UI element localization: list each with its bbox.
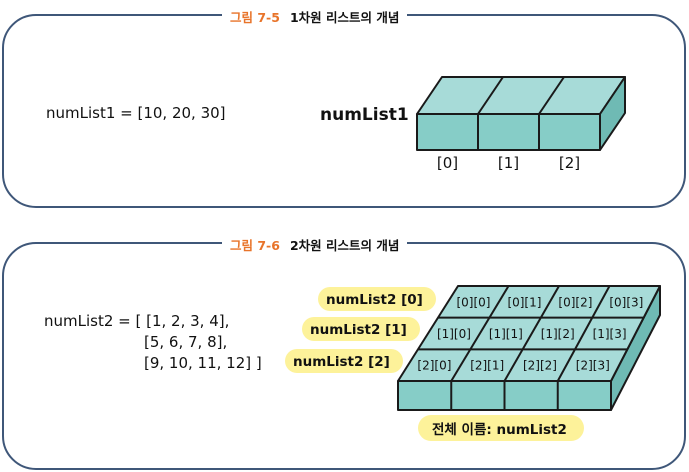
cell-label: [2][0] <box>417 359 451 373</box>
cell-divider <box>538 76 565 115</box>
cell-label: [0][0] <box>456 295 490 309</box>
row-label: numList2 [1] <box>310 322 407 338</box>
front-face <box>416 113 601 151</box>
column-divider <box>450 285 510 382</box>
cell-label: [0][3] <box>609 295 643 309</box>
cell-label: [1][2] <box>541 327 575 341</box>
column-divider <box>503 285 560 382</box>
top-face <box>416 76 626 115</box>
code-line: [9, 10, 11, 12] ] <box>144 354 262 372</box>
index-label: [0] <box>437 154 458 172</box>
cell-label: [0][2] <box>558 295 592 309</box>
full-name-highlight <box>418 415 584 441</box>
numlist1-code: numList1 = [10, 20, 30] <box>46 104 226 122</box>
row-label-highlight <box>285 349 403 373</box>
cell-label: [1][3] <box>593 327 627 341</box>
full-name-label: 전체 이름: numList2 <box>432 421 567 438</box>
cell-label: [1][1] <box>489 327 523 341</box>
row-label-highlight <box>318 287 436 311</box>
figure-title: 2차원 리스트의 개념 <box>289 238 400 253</box>
cell-label: [2][3] <box>576 359 610 373</box>
two-dimensional-list: [0][0] [0][1] [0][2] [0][3] [1][0] [1][1] [1][… <box>285 285 661 441</box>
one-dimensional-list: numList1 [0] [1] [2] <box>320 76 626 172</box>
row-label: numList2 [2] <box>293 354 390 370</box>
figure-number: 그림 7-5 <box>230 10 280 25</box>
index-label: [2] <box>559 154 580 172</box>
figure-7-6-caption: 그림 7-6 2차원 리스트의 개념 <box>222 235 408 254</box>
row-label: numList2 [0] <box>326 292 423 308</box>
figure-7-5-caption: 그림 7-5 1차원 리스트의 개념 <box>222 7 408 26</box>
cell-label: [0][1] <box>507 295 541 309</box>
column-divider <box>556 285 611 382</box>
code-line: numList2 = [ [1, 2, 3, 4], <box>44 312 230 330</box>
cell-label: [2][1] <box>470 359 504 373</box>
cell-label: [1][0] <box>437 327 471 341</box>
figure-title: 1차원 리스트의 개념 <box>289 10 400 25</box>
index-label: [1] <box>498 154 519 172</box>
cell-label: [2][2] <box>523 359 557 373</box>
list-name-label: numList1 <box>320 105 409 125</box>
cell-divider <box>477 76 504 115</box>
code-line: [5, 6, 7, 8], <box>144 333 228 351</box>
row-label-highlight <box>302 317 420 341</box>
numlist2-code: numList2 = [ [1, 2, 3, 4], [5, 6, 7, 8],… <box>44 311 262 374</box>
side-face <box>599 76 626 151</box>
figure-number: 그림 7-6 <box>230 238 280 253</box>
